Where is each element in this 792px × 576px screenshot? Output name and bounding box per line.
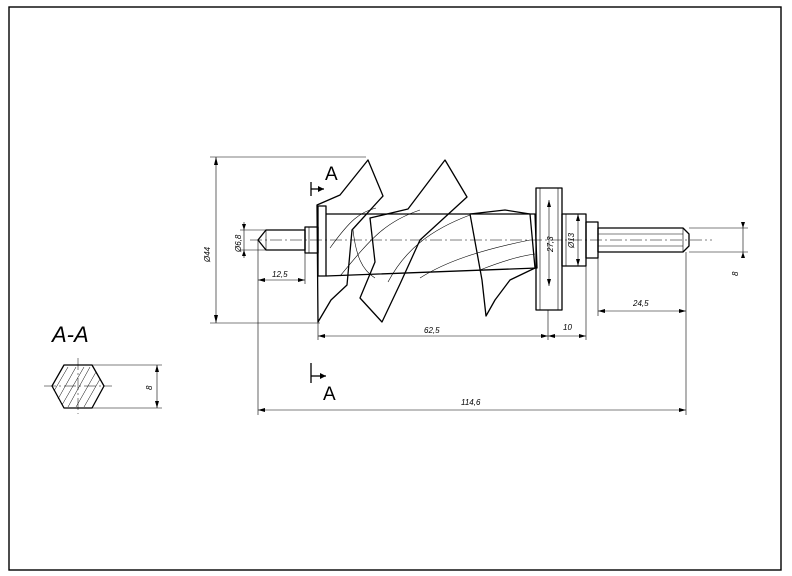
flight-3 xyxy=(469,209,536,317)
dim-overall-length: 114,6 xyxy=(461,398,481,407)
section-hex-dim: 8 xyxy=(145,385,154,390)
dim-screw-length: 62,5 xyxy=(424,326,440,335)
section-letter-bottom: A xyxy=(323,384,336,405)
dim-hub-diameter: 27,3 xyxy=(546,236,555,253)
drawing-frame xyxy=(8,6,782,571)
dim-hex-size: 8 xyxy=(731,271,740,276)
front-flange xyxy=(317,205,327,277)
section-letter-top: A xyxy=(325,164,338,185)
dim-outer-diameter: Ø44 xyxy=(203,246,212,263)
dim-tip-diameter: Ø6,8 xyxy=(234,234,243,253)
flight-2 xyxy=(359,159,468,323)
dim-shaft-length: 24,5 xyxy=(632,299,649,308)
auger-screw xyxy=(257,159,690,323)
flight-1 xyxy=(316,159,384,323)
dimensions: Ø44 Ø6,8 12,5 62,5 10 27,3 Ø13 24,5 xyxy=(203,156,748,415)
section-title: A-A xyxy=(50,322,89,347)
section-marker-bottom: A xyxy=(310,363,336,405)
section-view: A-A 8 xyxy=(44,322,162,414)
dim-flange-width: 10 xyxy=(563,323,572,332)
section-marker-top: A xyxy=(310,164,338,196)
dim-tip-length: 12,5 xyxy=(272,270,288,279)
dim-collar-diameter: Ø13 xyxy=(567,232,576,249)
